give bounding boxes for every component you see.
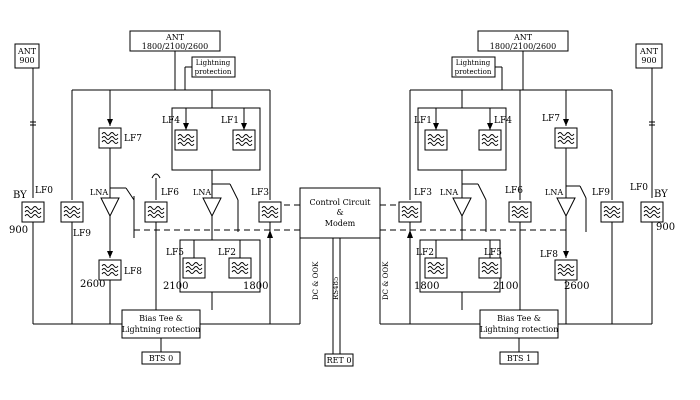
lna-right-b <box>452 197 472 217</box>
lf5-left-label: LF5 <box>166 248 184 258</box>
bias-tee-left-box <box>121 309 201 339</box>
bias-tee-left-line1: Bias Tee & <box>139 314 183 323</box>
lf9-right-label: LF9 <box>592 188 610 198</box>
antenna-multiband-right-label: ANT <box>513 33 533 42</box>
antenna-multiband-left-label: ANT <box>165 33 185 42</box>
lf2-right-label: LF2 <box>416 248 434 258</box>
rs485-label: RS485 <box>332 277 340 300</box>
filter-lf8-left <box>98 259 122 281</box>
band-2600-left-label: 2600 <box>80 279 105 290</box>
dc-ook-right-label: DC & OOK <box>382 261 390 300</box>
bypass-right-label: BY <box>654 189 668 200</box>
ret0-box <box>324 353 354 367</box>
antenna-900-left-band: 900 <box>19 56 34 65</box>
bts0-label: BTS 0 <box>149 354 173 363</box>
lf5-right-label: LF5 <box>484 248 502 258</box>
lf4-left-label: LF4 <box>162 116 180 126</box>
bias-tee-right-line1: Bias Tee & <box>497 314 541 323</box>
dc-ook-left-label: DC & OOK <box>312 261 320 300</box>
filter-lf5-right <box>478 257 502 279</box>
lf1-right-label: LF1 <box>414 116 432 126</box>
lf7-left-label: LF7 <box>124 134 142 144</box>
filter-lf6-left <box>144 201 168 223</box>
lightning-protection-left-line1: Lightning <box>196 59 231 67</box>
bts0-box <box>141 351 181 365</box>
antenna-multiband-right-bands: 1800/2100/2600 <box>490 42 556 51</box>
bias-tee-left-line2: Lightning rotection <box>122 325 201 334</box>
filter-lf0-right <box>640 201 664 223</box>
filter-lf1-right <box>424 129 448 151</box>
lf8-right-label: LF8 <box>540 250 558 260</box>
filter-lf2-right <box>424 257 448 279</box>
lightning-protection-right-line1: Lightning <box>456 59 491 67</box>
lf8-left-label: LF8 <box>124 267 142 277</box>
filter-lf3-right <box>398 201 422 223</box>
ret0-label: RET 0 <box>327 356 352 365</box>
filter-lf6-right <box>508 201 532 223</box>
lf0-left-label: LF0 <box>35 186 53 196</box>
filter-lf3-left <box>258 201 282 223</box>
lf2-left-label: LF2 <box>218 248 236 258</box>
lf3-left-label: LF3 <box>251 188 269 198</box>
lf6-left-label: LF6 <box>161 188 179 198</box>
antenna-900-left-label: ANT <box>17 47 37 56</box>
antenna-900-right-label: ANT <box>639 47 659 56</box>
band-900-right-label: 900 <box>656 222 675 233</box>
lna-left-a-label: LNA <box>90 188 108 197</box>
filter-lf9-right <box>600 201 624 223</box>
filter-lf4-right <box>478 129 502 151</box>
filter-lf9-left <box>60 201 84 223</box>
lf4-right-label: LF4 <box>494 116 512 126</box>
lightning-protection-left-line2: protection <box>195 68 232 76</box>
control-circuit-line1: Control Circuit <box>310 198 372 207</box>
lna-right-a-label: LNA <box>545 188 563 197</box>
antenna-multiband-left-bands: 1800/2100/2600 <box>142 42 208 51</box>
filter-lf5-left <box>182 257 206 279</box>
band-2100-left-label: 2100 <box>163 281 188 292</box>
lna-left-a <box>100 197 120 217</box>
band-1800-left-label: 1800 <box>243 281 268 292</box>
lf7-right-label: LF7 <box>542 114 560 124</box>
lna-right-a <box>556 197 576 217</box>
bypass-left-label: BY <box>13 190 27 201</box>
lightning-protection-right-line2: protection <box>455 68 492 76</box>
filter-lf4-left <box>174 129 198 151</box>
filter-lf1-left <box>232 129 256 151</box>
antenna-900-right-band: 900 <box>641 56 656 65</box>
filter-lf7-right <box>554 127 578 149</box>
band-1800-right-label: 1800 <box>414 281 439 292</box>
lna-left-b <box>202 197 222 217</box>
bias-tee-right-line2: Lightning rotection <box>480 325 559 334</box>
control-circuit-box <box>299 187 381 239</box>
band-2100-right-label: 2100 <box>493 281 518 292</box>
lna-left-b-label: LNA <box>193 188 211 197</box>
lf9-left-label: LF9 <box>73 229 91 239</box>
band-900-left-label: 900 <box>9 225 28 236</box>
lf1-left-label: LF1 <box>221 116 239 126</box>
band-2600-right-label: 2600 <box>564 281 589 292</box>
lf3-right-label: LF3 <box>414 188 432 198</box>
filter-lf7-left <box>98 127 122 149</box>
filter-lf8-right <box>554 259 578 281</box>
antenna-900-left-box <box>14 43 40 69</box>
control-circuit-line3: Modem <box>325 219 356 228</box>
bts1-label: BTS 1 <box>507 354 531 363</box>
filter-lf0-left <box>21 201 45 223</box>
lna-right-b-label: LNA <box>440 188 458 197</box>
control-circuit-line2: & <box>336 208 343 217</box>
bts1-box <box>499 351 539 365</box>
lf0-right-label: LF0 <box>630 183 648 193</box>
antenna-900-right-box <box>635 43 663 69</box>
filter-lf2-left <box>228 257 252 279</box>
lf6-right-label: LF6 <box>505 186 523 196</box>
